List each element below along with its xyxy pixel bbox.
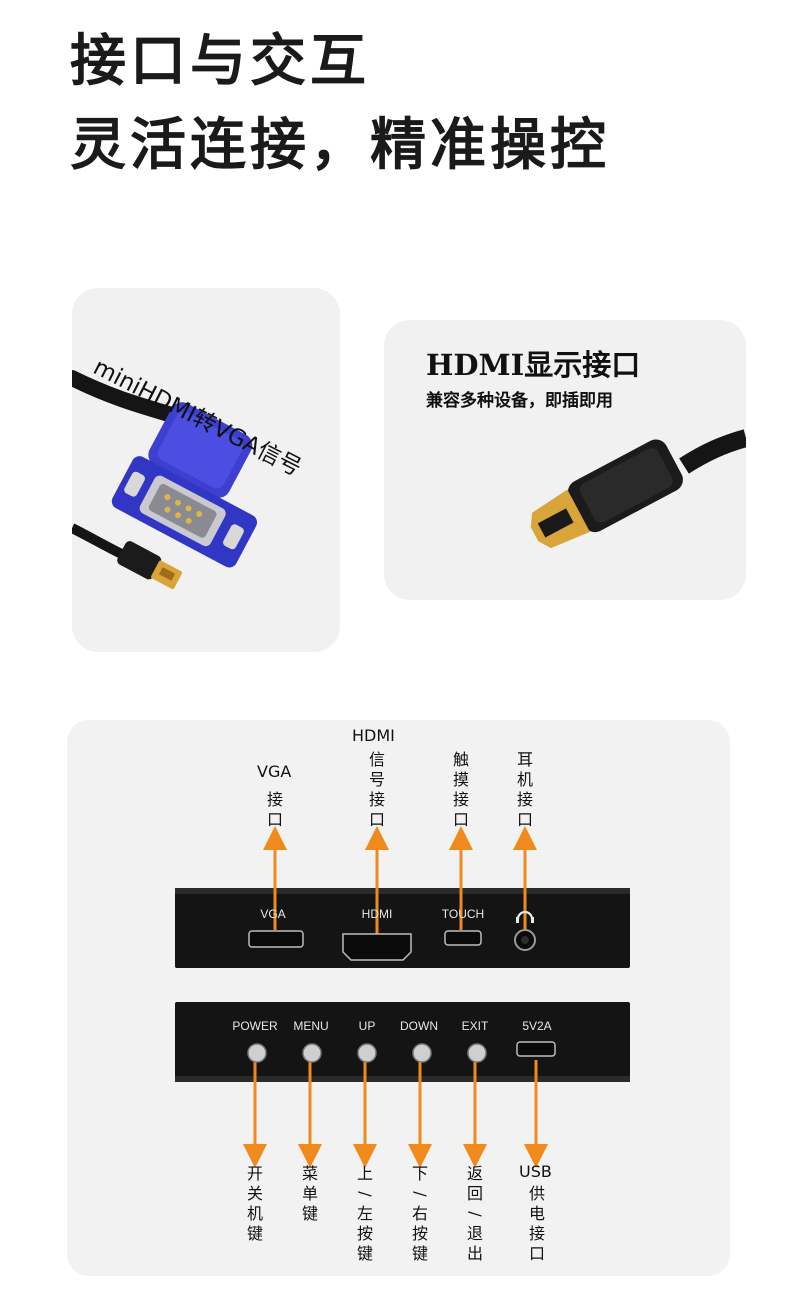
ports-card: VGA HDMI TOUCH POWER MENU UP DOWN EXIT 5… [67,720,730,1276]
up-button[interactable] [357,1043,377,1063]
panel-label-power: POWER [232,1019,278,1033]
panel-label-down: DOWN [400,1019,438,1033]
hdmi-port [342,933,412,961]
usb-callout-head: USB [519,1162,552,1181]
panel-label-usb: 5V2A [522,1019,551,1033]
top-panel [175,888,630,968]
usb-port [516,1041,556,1057]
panel-label-exit: EXIT [462,1019,489,1033]
exit-callout: 返回/退出 [466,1164,485,1263]
vga-cable-illustration [72,370,258,590]
vga-callout-head: VGA [257,762,292,781]
menu-button[interactable] [302,1043,322,1063]
down-callout: 下/右按键 [411,1164,430,1263]
power-callout: 开关机键 [246,1164,263,1243]
touch-port [444,930,482,946]
hdmi-card: HDMI显示接口 兼容多种设备，即插即用 [384,320,746,600]
menu-callout: 菜单键 [301,1164,318,1223]
hdmi-callout-head: HDMI [352,726,395,745]
vga-port [248,930,304,948]
headphone-icon [516,910,534,920]
up-callout: 上/左按键 [356,1164,375,1263]
hdmi-plug-illustration [530,429,746,549]
power-button[interactable] [247,1043,267,1063]
panel-label-menu: MENU [293,1019,328,1033]
panel-label-hdmi: HDMI [362,907,393,921]
panel-label-touch: TOUCH [442,907,484,921]
usb-callout: 供电接口 [528,1184,545,1263]
vga-cable-card: miniHDMI转VGA信号 [72,288,340,652]
exit-button[interactable] [467,1043,487,1063]
hdmi-callout: 信号接口 [368,750,385,829]
panel-label-vga: VGA [260,907,285,921]
hdmi-card-subtitle: 兼容多种设备，即插即用 [426,391,613,411]
touch-callout: 触摸接口 [452,750,469,829]
down-button[interactable] [412,1043,432,1063]
headline-line-1: 接口与交互 [70,29,370,94]
panel-label-up: UP [359,1019,376,1033]
hdmi-card-title: HDMI显示接口 [426,348,641,382]
ports-diagram: VGA HDMI TOUCH POWER MENU UP DOWN EXIT 5… [175,826,630,1168]
vga-callout: 接口 [266,790,283,829]
earphone-callout: 耳机接口 [516,750,533,829]
headline-line-2: 灵活连接，精准操控 [70,113,610,178]
bottom-panel [175,1002,630,1082]
